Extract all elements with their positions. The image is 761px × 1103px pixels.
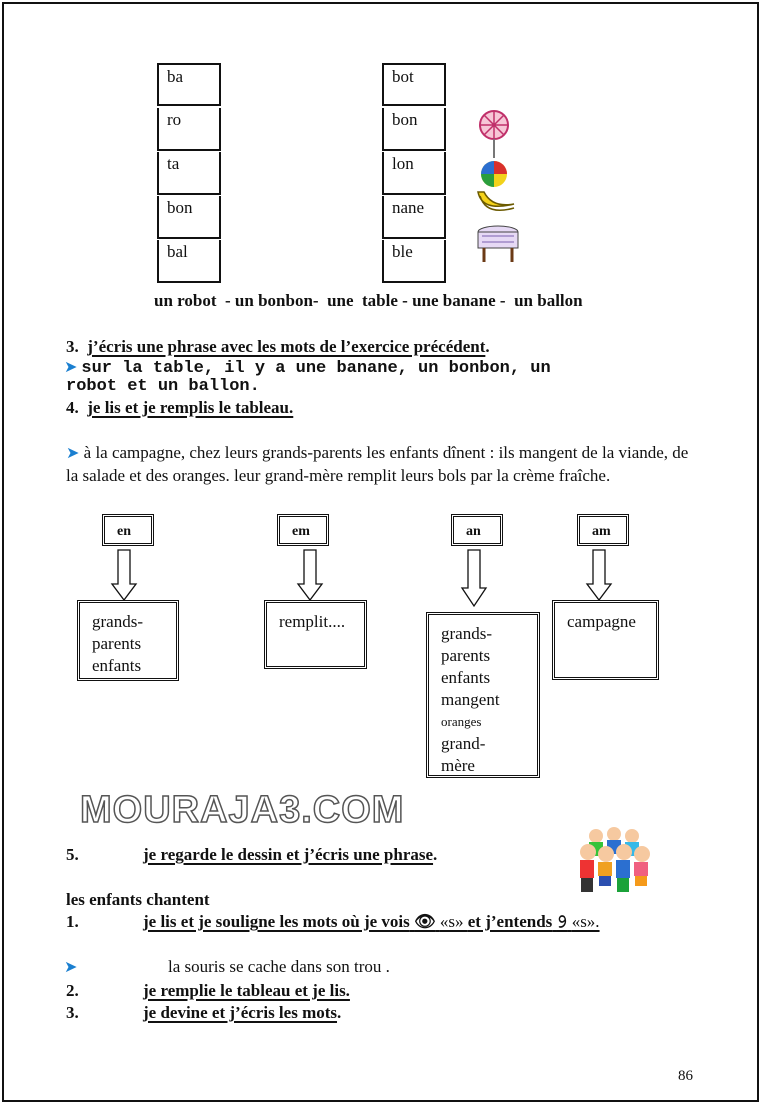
arrow-bullet-icon: ➤ [66,445,80,462]
exercise-title: je lis et je remplis le tableau. [87,398,294,417]
down-arrow-icon [296,549,324,602]
exercise-3-heading: 3. j’écris une phrase avec les mots de l… [66,337,490,356]
word-box-am: campagne [552,600,659,680]
ear-icon: 𝟿 [556,912,568,931]
answer-line: robot et un ballon. [66,377,260,396]
exercise-title: je devine et j’écris les mots [143,1003,338,1022]
exercise-number: 4. [66,398,79,417]
sentence: la souris se cache dans son trou . [168,957,390,976]
part2-exercise-1-heading: 1. je lis et je souligne les mots où je v… [66,912,600,932]
banana-icon [477,191,515,211]
syllable-cell: ba [157,63,221,106]
syllable-cell: ta [157,152,221,195]
sound-label-am: am [577,514,629,546]
arrow-bullet-icon: ➤ [64,959,78,976]
down-arrow-icon [585,549,613,602]
exercise-5-heading: 5. je regarde le dessin et j’écris une ph… [66,845,438,864]
word: parents [441,646,491,665]
lollipop-icon [479,110,509,158]
word-box-em: remplit.... [264,600,367,669]
word-box-an: grands-parents enfants mangent oranges grand… [426,612,540,778]
exercise-title: je regarde le dessin et j’écris une phra… [143,845,434,864]
exercise-3-answer: ➤ sur la table, il y a une banane, un bo… [64,357,551,378]
table-icon [477,225,519,262]
word: campagne [567,612,636,631]
sentence-line: ➤ la souris se cache dans son trou . [64,957,390,977]
answer-line: sur la table, il y a une banane, un bonb… [81,359,551,378]
exercise-5-answer: les enfants chantent [66,890,210,909]
word-box-en: grands-parents enfants [77,600,179,681]
watermark: MOURAJA3.COM [79,788,405,832]
word: parents [92,634,142,653]
page-number: 86 [678,1068,693,1084]
exercise-title-part: et j’entends [467,912,553,931]
exercise-4-heading: 4. je lis et je remplis le tableau. [66,398,293,418]
word: remplit.... [279,612,346,631]
syllable-cell: ble [382,240,446,283]
eye-icon: 👁 [414,912,436,931]
arrow-bullet-icon: ➤ [64,359,78,376]
exercise-title: j’écris une phrase avec les mots de l’ex… [87,337,486,356]
sound-label-an: an [451,514,503,546]
letter-s: «s» [439,912,464,931]
exercise-number: 2. [66,981,79,1000]
letter-s: «s». [571,912,600,931]
exercise-number: 1. [66,912,79,931]
syllable-cell: nane [382,196,446,239]
syllable-cell: bon [157,196,221,239]
down-arrows [110,549,613,608]
ball-icon [481,161,507,187]
reading-paragraph: à la campagne, chez leurs grands-parents… [66,443,689,485]
exercise-title: je lis et je souligne les mots où je voi… [143,912,410,931]
pictures-column [477,110,519,262]
word: mère [441,756,475,775]
sound-label-en: en [102,514,154,546]
syllable-cell: bot [382,63,446,106]
syllable-cell: ro [157,108,221,151]
word: grand- [441,734,486,753]
word: enfants [92,656,142,675]
syllable-cell: bal [157,240,221,283]
down-arrow-icon [460,549,488,608]
word: mangent [441,690,500,709]
reading-text: ➤ à la campagne, chez leurs grands-paren… [66,442,696,487]
word: grands- [441,624,492,643]
syllable-cell: bon [382,108,446,151]
exercise-number: 3. [66,1003,79,1022]
down-arrow-icon [110,549,138,602]
exercise-number: 5. [66,845,79,864]
part2-exercise-3-heading: 3.je devine et j’écris les mots. [66,1003,342,1022]
part2-exercise-2-heading: 2. je remplie le tableau et je lis. [66,981,350,1001]
syllable-cell: lon [382,152,446,195]
word: grands- [92,612,143,631]
words-line: un robot - un bonbon- une table - une ba… [154,291,583,310]
word: oranges [441,714,482,729]
exercise-title: je remplie le tableau et je lis. [143,981,350,1000]
word: enfants [441,668,491,687]
exercise-number: 3. [66,337,79,356]
sound-label-em: em [277,514,329,546]
singing-children-icon [580,827,650,892]
